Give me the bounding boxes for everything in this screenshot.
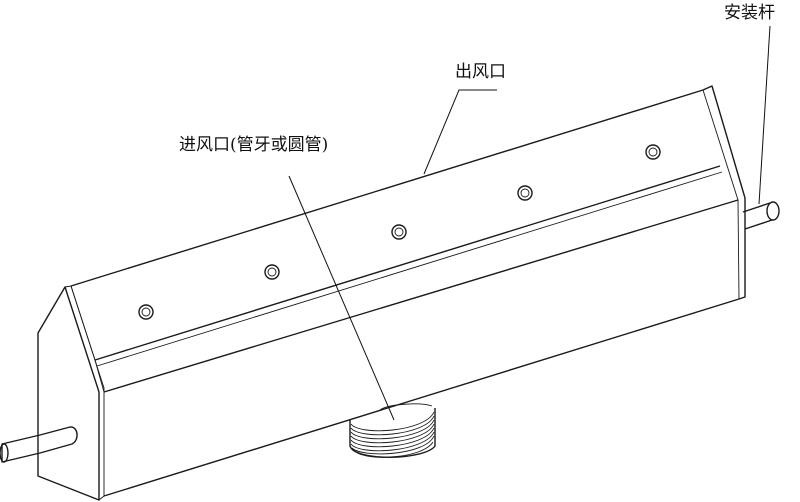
outlet-holes [138,144,661,320]
right-end-cap [702,85,746,300]
left-end-cap [37,285,105,501]
air-inlet-label: 进风口(管牙或圆管) [179,135,329,155]
right-mount-rod [742,201,780,230]
mount-rod-label: 安装杆 [724,3,775,23]
outlet-leader [423,89,497,175]
inlet-leader [288,175,395,421]
air-outlet-label: 出风口 [455,62,506,82]
outlet-hole [517,185,533,201]
outlet-hole [391,224,407,240]
outlet-hole [264,264,280,280]
left-mount-rod [0,426,78,463]
main-body [70,89,740,497]
threaded-inlet [349,403,436,458]
outlet-hole [138,304,154,320]
mount-rod-leader [758,25,771,205]
outlet-hole [645,144,661,160]
